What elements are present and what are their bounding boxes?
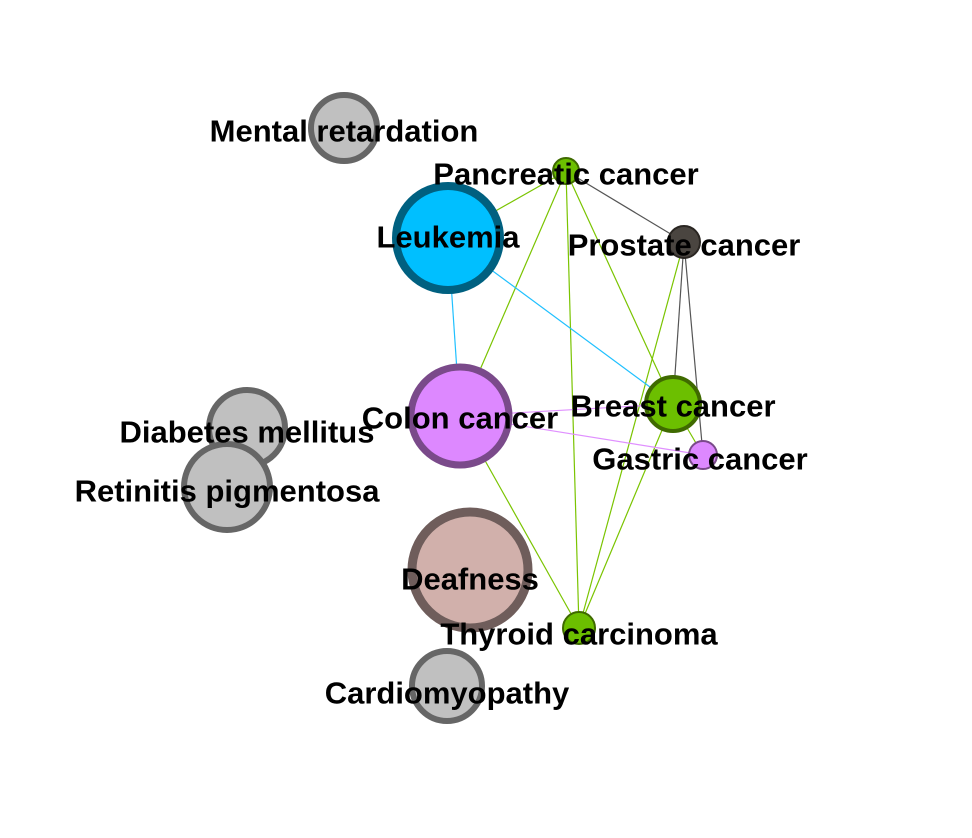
node-leukemia[interactable]: [392, 182, 504, 294]
node-label-retinitis: Retinitis pigmentosa: [75, 474, 381, 509]
node-label-mental: Mental retardation: [210, 114, 479, 149]
node-breast[interactable]: [644, 375, 702, 433]
node-label-leukemia: Leukemia: [376, 220, 520, 255]
edge-pancreatic-breast: [565, 170, 674, 405]
edge-thyroid-prostate: [578, 241, 685, 629]
node-deafness[interactable]: [407, 507, 533, 633]
edge-prostate-gastric: [683, 241, 704, 456]
node-thyroid[interactable]: [562, 611, 596, 645]
node-gastric[interactable]: [688, 440, 718, 470]
node-label-gastric: Gastric cancer: [592, 442, 807, 477]
node-label-prostate: Prostate cancer: [568, 228, 801, 263]
node-retinitis[interactable]: [181, 441, 273, 533]
edge-pancreatic-prostate: [565, 170, 685, 243]
node-label-breast: Breast cancer: [570, 389, 775, 424]
node-label-diabetes: Diabetes mellitus: [120, 415, 375, 450]
node-label-deafness: Deafness: [401, 562, 539, 597]
node-label-pancreatic: Pancreatic cancer: [433, 157, 698, 192]
node-label-cardio: Cardiomyopathy: [325, 676, 570, 711]
node-prostate[interactable]: [667, 225, 701, 259]
node-mental[interactable]: [308, 92, 380, 164]
node-cardio[interactable]: [409, 648, 485, 724]
node-pancreatic[interactable]: [552, 157, 580, 185]
nodes-layer: [181, 92, 718, 724]
node-label-thyroid: Thyroid carcinoma: [440, 617, 718, 652]
node-label-colon: Colon cancer: [362, 401, 558, 436]
node-colon[interactable]: [407, 363, 513, 469]
edge-thyroid-breast: [578, 403, 674, 629]
edge-pancreatic-thyroid: [565, 170, 580, 629]
